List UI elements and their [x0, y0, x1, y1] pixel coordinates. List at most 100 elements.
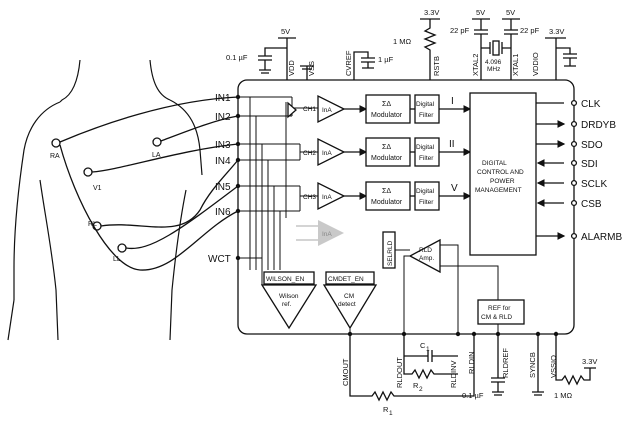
- svg-text:ΣΔ: ΣΔ: [382, 188, 391, 195]
- pin-cvref: CVREF: [344, 50, 353, 76]
- pin-vdd: VDD: [287, 60, 296, 76]
- pin-rldin: RLDIN: [467, 351, 476, 374]
- wilson-ref: WILSON_EN Wilson ref.: [260, 271, 318, 330]
- svg-text:CM & RLD: CM & RLD: [481, 314, 512, 321]
- channel-1: CH1 InA ΣΔ Modulator Digital Filter I: [298, 94, 472, 124]
- electrode-v1: [83, 167, 93, 177]
- mux: [287, 101, 297, 119]
- pin-xtal2: XTAL2: [471, 54, 480, 76]
- svg-text:R: R: [383, 405, 389, 414]
- electrode-label-ra: RA: [50, 153, 60, 160]
- external-labels: C 1 R 2 R 1 0.1 µF 1 MΩ 3.3V: [383, 341, 597, 417]
- svg-text:0.1 µF: 0.1 µF: [226, 53, 248, 62]
- svg-text:REF for: REF for: [488, 305, 511, 312]
- pin-in2: IN2: [215, 112, 231, 123]
- electrode-label-v1: V1: [93, 185, 102, 192]
- svg-text:5V: 5V: [506, 8, 515, 17]
- svg-text:Amp.: Amp.: [419, 255, 434, 262]
- svg-text:Filter: Filter: [419, 112, 434, 119]
- svg-text:1: 1: [426, 346, 430, 353]
- svg-text:1 µF: 1 µF: [378, 55, 394, 64]
- svg-text:SELRLD: SELRLD: [387, 240, 394, 266]
- pin-clk: CLK: [581, 99, 601, 110]
- svg-text:WILSON_EN: WILSON_EN: [266, 276, 305, 283]
- svg-text:1 MΩ: 1 MΩ: [554, 391, 573, 400]
- electrode-ra: [51, 138, 61, 148]
- pin-syncb: SYNCB: [528, 352, 537, 378]
- pin-csb: CSB: [581, 199, 602, 210]
- svg-text:InA: InA: [322, 194, 332, 201]
- bottom-pins: CMOUT RLDOUT RLDINV RLDIN RLDREF SYNCB V…: [341, 331, 559, 388]
- cm-detect: CMDET_EN CM detect: [322, 271, 378, 334]
- svg-text:I: I: [451, 96, 454, 107]
- channel-3: CH3 InA ΣΔ Modulator Digital Filter V: [303, 181, 472, 211]
- svg-text:4.096: 4.096: [485, 59, 502, 66]
- svg-text:CH2: CH2: [303, 150, 316, 157]
- inamp-ch2: [317, 137, 346, 167]
- ref-box: REF for CM & RLD: [477, 299, 525, 334]
- svg-text:Digital: Digital: [416, 144, 435, 151]
- svg-text:DIGITAL: DIGITAL: [482, 160, 507, 167]
- electrode-wires: [59, 96, 239, 271]
- svg-text:Filter: Filter: [419, 155, 434, 162]
- external-parts: [349, 334, 596, 402]
- svg-text:ΣΔ: ΣΔ: [382, 144, 391, 151]
- svg-text:Filter: Filter: [419, 199, 434, 206]
- pin-rstb: RSTB: [432, 56, 441, 76]
- output-pins: CLK DRDYB SDO SDI SCLK CSB ALARMB: [536, 99, 622, 243]
- channel-ghost: InA: [296, 220, 344, 246]
- svg-text:POWER: POWER: [490, 178, 515, 185]
- rld-section: SELRLD RLD Amp.: [382, 231, 499, 334]
- svg-text:Digital: Digital: [416, 188, 435, 195]
- electrode-ll: [117, 243, 127, 253]
- svg-text:R: R: [413, 381, 419, 390]
- svg-text:Wilson: Wilson: [279, 293, 299, 300]
- svg-text:InA: InA: [322, 107, 332, 114]
- svg-text:ΣΔ: ΣΔ: [382, 101, 391, 108]
- pin-sclk: SCLK: [581, 179, 607, 190]
- digital-filter-ch3: [414, 181, 440, 211]
- pin-in3: IN3: [215, 140, 231, 151]
- pin-sdi: SDI: [581, 159, 598, 170]
- pin-rldout: RLDOUT: [395, 357, 404, 388]
- inamp-ch3: [317, 181, 346, 211]
- svg-text:3.3V: 3.3V: [549, 27, 564, 36]
- svg-text:CMDET_EN: CMDET_EN: [328, 276, 364, 283]
- pin-in4: IN4: [215, 156, 231, 167]
- electrode-label-la: LA: [152, 152, 161, 159]
- svg-text:22 pF: 22 pF: [450, 26, 470, 35]
- svg-text:Digital: Digital: [416, 101, 435, 108]
- svg-text:ref.: ref.: [282, 301, 292, 308]
- svg-text:22 pF: 22 pF: [520, 26, 540, 35]
- modulator-ch1: [365, 94, 411, 124]
- pin-drdyb: DRDYB: [581, 120, 616, 131]
- torso-outline: [7, 59, 203, 341]
- pin-xtal1: XTAL1: [511, 54, 520, 76]
- svg-text:II: II: [449, 139, 455, 150]
- svg-text:V: V: [451, 183, 458, 194]
- electrode-label-ll: LL: [113, 256, 121, 263]
- svg-text:RLD: RLD: [419, 247, 432, 254]
- pin-alarmb: ALARMB: [581, 232, 622, 243]
- svg-text:5V: 5V: [281, 27, 290, 36]
- svg-text:C: C: [420, 341, 426, 350]
- svg-text:3.3V: 3.3V: [424, 8, 439, 17]
- svg-text:CM: CM: [344, 293, 354, 300]
- modulator-ch2: [365, 137, 411, 167]
- crystal: [492, 40, 500, 56]
- pin-wct: WCT: [208, 254, 231, 265]
- svg-text:CH1: CH1: [303, 106, 316, 113]
- pin-cmout: CMOUT: [341, 358, 350, 386]
- svg-text:MHz: MHz: [487, 66, 500, 73]
- inamp-ch1: [317, 94, 346, 124]
- pin-in5: IN5: [215, 182, 231, 193]
- digital-control-block: DIGITAL CONTROL AND POWER MANAGEMENT: [469, 92, 537, 256]
- svg-text:detect: detect: [338, 301, 356, 308]
- svg-text:1 MΩ: 1 MΩ: [393, 37, 412, 46]
- pin-vss: VSS: [307, 61, 316, 76]
- input-pins: IN1 IN2 IN3 IN4 IN5 IN6 WCT: [208, 93, 241, 265]
- pin-in1: IN1: [215, 93, 231, 104]
- pin-vddio: VDDIO: [531, 52, 540, 76]
- svg-text:InA: InA: [322, 231, 332, 238]
